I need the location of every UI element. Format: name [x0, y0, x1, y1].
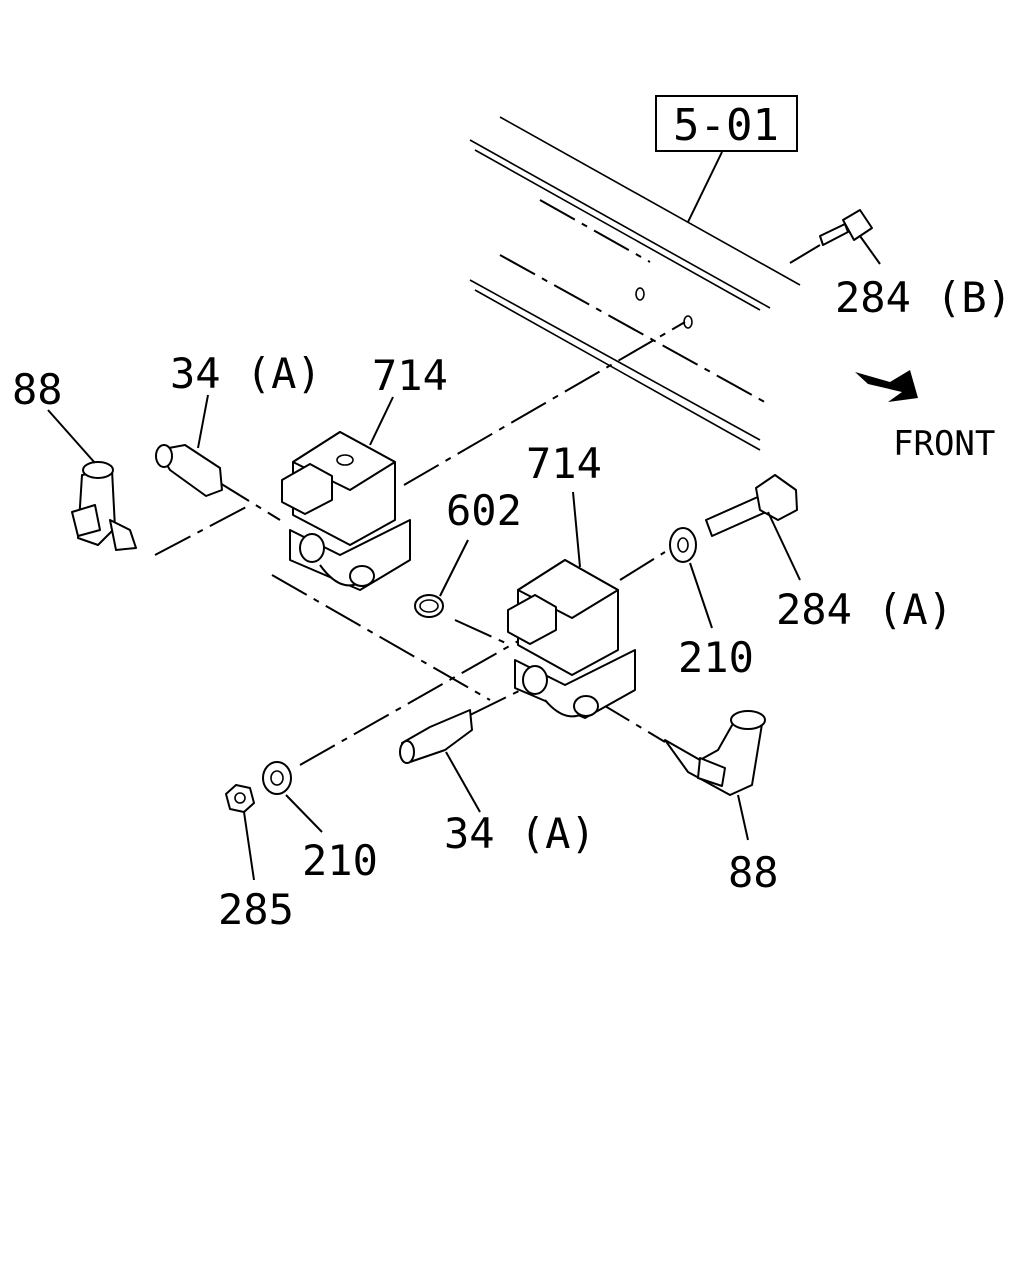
front-arrow-icon: FRONT	[855, 370, 995, 464]
reference-box: 5-01	[655, 95, 798, 223]
reference-box-label: 5-01	[673, 100, 779, 151]
label-284a: 284 (A)	[776, 585, 953, 634]
label-714-upper: 714	[372, 351, 448, 400]
label-284b: 284 (B)	[835, 273, 1012, 322]
solenoid-valve-lower: 714	[507, 439, 636, 719]
frame-rail	[469, 116, 801, 451]
label-210-left: 210	[302, 836, 378, 885]
label-88-left: 88	[12, 365, 63, 414]
washer-210-right: 210	[669, 527, 754, 682]
label-602: 602	[446, 486, 522, 535]
label-34a-lower: 34 (A)	[444, 809, 596, 858]
label-34a-upper: 34 (A)	[170, 349, 322, 398]
bolt-284b: 284 (B)	[789, 209, 1012, 322]
nipple-34a-upper: 34 (A)	[155, 349, 322, 497]
label-88-right: 88	[728, 848, 779, 897]
washer-210-left: 210	[262, 761, 378, 885]
label-285: 285	[218, 885, 294, 934]
elbow-88-right: 88	[664, 710, 779, 897]
solenoid-valve-upper: 714	[281, 351, 448, 591]
nut-285: 285	[218, 784, 294, 934]
oring-602: 602	[414, 486, 522, 618]
front-label: FRONT	[893, 424, 995, 464]
nipple-34a-lower: 34 (A)	[399, 709, 596, 858]
elbow-88-left: 88	[12, 365, 137, 551]
label-714-lower: 714	[526, 439, 602, 488]
bolt-284a: 284 (A)	[705, 474, 953, 634]
label-210-right: 210	[678, 633, 754, 682]
assembly-lines	[154, 321, 686, 766]
